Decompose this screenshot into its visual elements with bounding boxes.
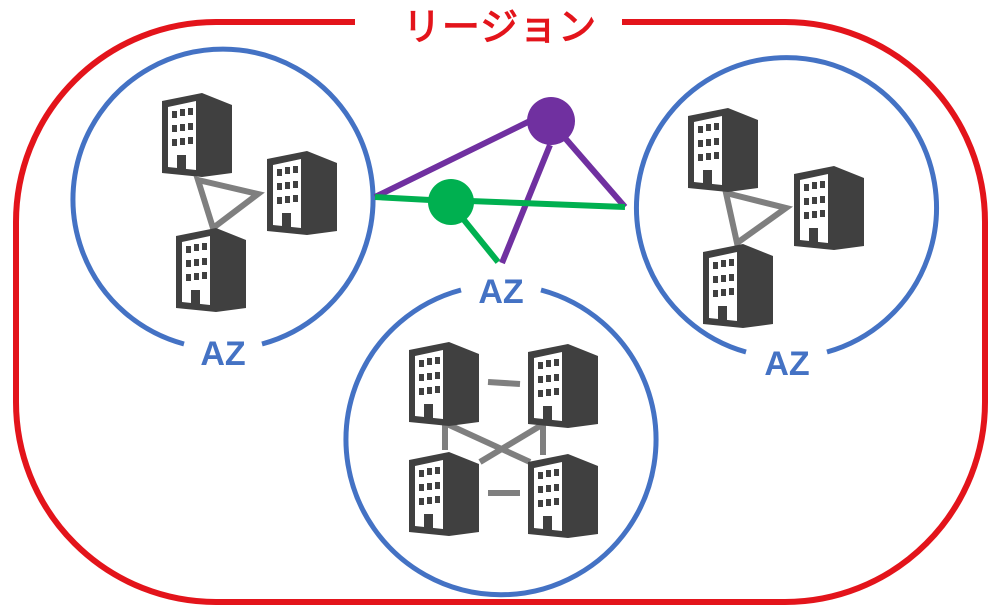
- building-icon: [176, 228, 246, 312]
- building-icon: [794, 166, 864, 250]
- az-right-label: AZ: [764, 345, 810, 383]
- az-right-building-links: [722, 188, 794, 249]
- green-node: [428, 179, 474, 225]
- building-icon: [409, 342, 479, 426]
- purple-node: [527, 97, 575, 145]
- az-right-boundary: [634, 55, 939, 355]
- building-icon: [528, 344, 598, 428]
- green-link-right: [469, 198, 626, 210]
- az-center-label: AZ: [478, 273, 524, 311]
- green-link-center: [461, 218, 501, 264]
- building-icon: [528, 454, 598, 538]
- green-link-left: [374, 194, 431, 203]
- building-icon: [703, 244, 773, 328]
- az-center-boundary: [343, 287, 659, 598]
- purple-links: [373, 118, 628, 265]
- green-links: [374, 194, 626, 264]
- purple-link-right: [562, 136, 628, 209]
- region-boundary: [13, 19, 988, 605]
- region-title: リージョン: [402, 5, 598, 49]
- building-icon: [162, 93, 232, 177]
- building-icon: [267, 151, 337, 235]
- purple-link-left: [373, 118, 532, 200]
- building-icon: [688, 108, 758, 192]
- az-left-boundary: [70, 46, 376, 347]
- az-left-label: AZ: [200, 335, 246, 373]
- building-icon: [409, 452, 479, 536]
- az-left-building-links: [193, 175, 265, 233]
